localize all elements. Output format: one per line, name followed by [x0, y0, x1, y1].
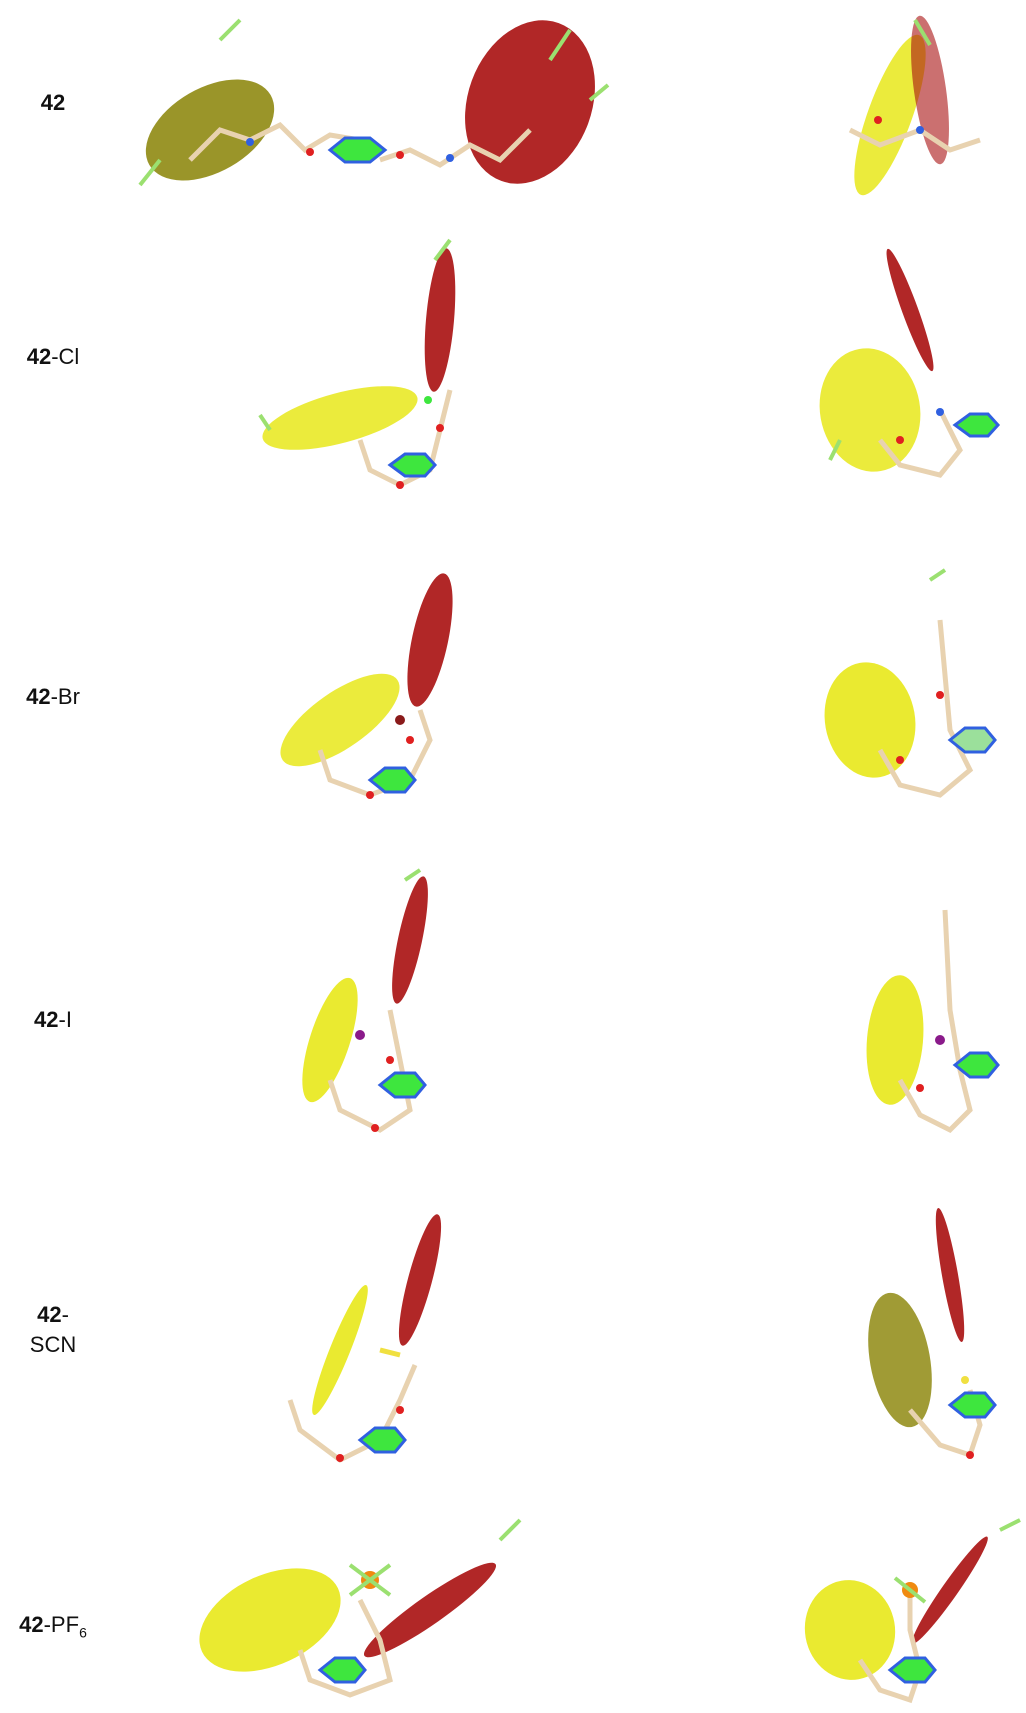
row-42-i: 42-I [0, 860, 1026, 1160]
label-42: 42 [40, 90, 66, 115]
structure-42-pf6-front [199, 1518, 522, 1698]
structure-42-side [848, 15, 981, 196]
structure-42-cl-front [258, 238, 456, 489]
row-42-cl: 42-Cl [0, 230, 1026, 500]
row-42-scn: 42- SCN [0, 1190, 1026, 1480]
structure-42-scn-front [287, 1214, 442, 1463]
label-42-pf6: 42-PF6 [19, 1612, 87, 1641]
structure-42-scn-side [868, 1208, 997, 1459]
row-42: 42 [0, 0, 1026, 210]
row-42-pf6: 42-PF6 [0, 1510, 1026, 1713]
structure-42-cl-side [819, 248, 1001, 478]
structure-42-br-front [280, 573, 453, 799]
structure-42-i-front [302, 868, 428, 1133]
structure-42-front [138, 18, 610, 187]
label-42-br: 42-Br [26, 684, 80, 709]
label-42-i: 42-I [34, 1007, 72, 1032]
label-42-scn: 42- SCN [29, 1302, 77, 1357]
structure-42-pf6-side [804, 1518, 1021, 1704]
row-42-br: 42-Br [0, 550, 1026, 820]
structure-42-i-side [866, 909, 1000, 1134]
label-42-cl: 42-Cl [26, 344, 80, 369]
structure-42-br-side [824, 568, 997, 798]
